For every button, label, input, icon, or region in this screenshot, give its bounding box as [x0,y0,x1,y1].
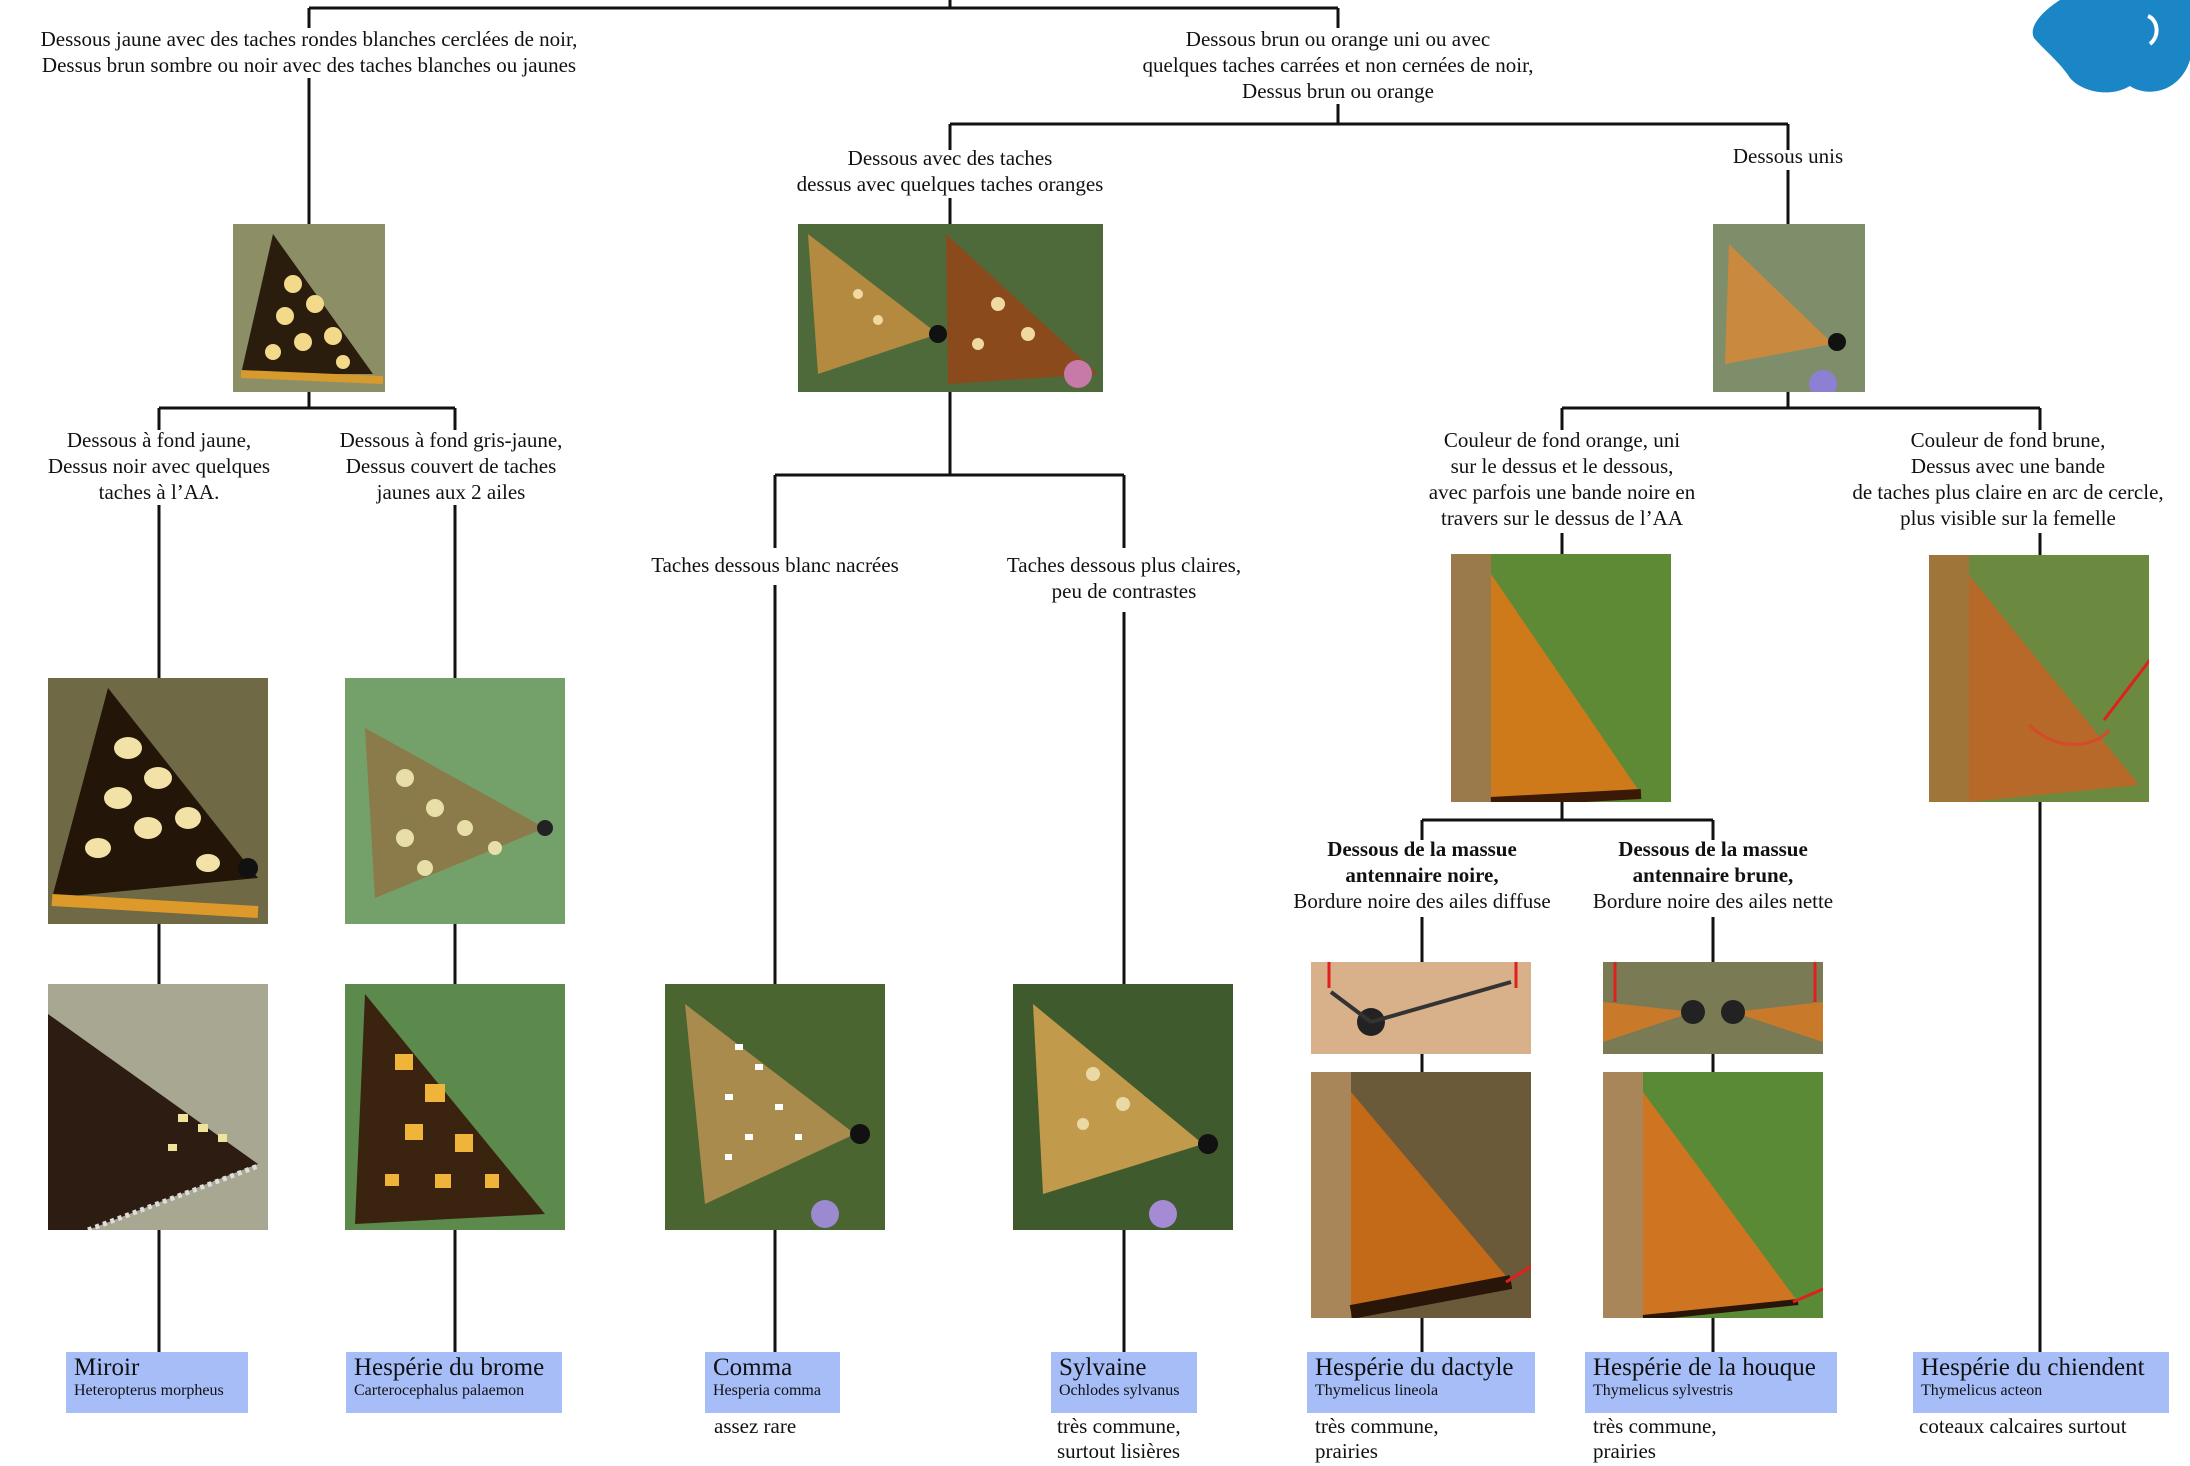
branch-orange-ground: Couleur de fond orange, uni sur le dessu… [1428,428,1696,530]
photo-spotted-pair [798,224,1103,392]
branch-lighter-spots: Taches dessous plus claires, peu de cont… [1006,553,1242,603]
species-label-hesperie-de-la-houque: Hespérie de la houque Thymelicus sylvest… [1585,1352,1837,1413]
photo-lineola-upperside [1311,1072,1531,1318]
species-note-dactyle: très commune, prairies [1315,1414,1439,1463]
photo-miroir-underside [48,678,268,924]
butterfly-logo-icon [2032,0,2190,93]
species-note-chiendent: coteaux calcaires surtout [1919,1414,2127,1438]
photo-brome-underside [345,678,565,924]
species-note-sylvaine: très commune, surtout lisières [1057,1414,1181,1463]
branch-brown-under: Dessous brun ou orange uni ou avec quelq… [1142,27,1534,103]
photo-sylvaine [1013,984,1233,1230]
photo-brown-upperside [1929,555,2149,802]
branch-brown-ground: Couleur de fond brune, Dessus avec une b… [1852,428,2164,530]
photo-orange-upperside [1451,554,1671,802]
photo-brome-upperside [345,984,565,1230]
branch-pearly-spots: Taches dessous blanc nacrées [651,553,899,577]
branch-plain: Dessous unis [1732,144,1844,168]
branch-spotted: Dessous avec des taches dessus avec quel… [796,146,1104,196]
branch-black-club: Dessous de la massue antennaire noire, B… [1293,837,1551,913]
photo-miroir-upperside [48,984,268,1230]
species-label-miroir: Miroir Heteropterus morpheus [66,1352,248,1413]
branch-yellow-ground: Dessous à fond jaune, Dessus noir avec q… [47,428,271,504]
species-label-hesperie-du-brome: Hespérie du brome Carterocephalus palaem… [346,1352,562,1413]
species-label-comma: Comma Hesperia comma [705,1352,840,1413]
species-label-hesperie-du-dactyle: Hespérie du dactyle Thymelicus lineola [1307,1352,1535,1413]
photo-sylvestris-upperside [1603,1072,1823,1318]
photo-checkered-underside [233,224,385,392]
species-label-hesperie-du-chiendent: Hespérie du chiendent Thymelicus acteon [1913,1352,2169,1413]
photo-lineola-antenna [1311,962,1531,1054]
species-label-sylvaine: Sylvaine Ochlodes sylvanus [1051,1352,1197,1413]
species-note-comma: assez rare [714,1414,797,1438]
branch-brown-club: Dessous de la massue antennaire brune, B… [1592,837,1834,913]
species-note-houque: très commune, prairies [1593,1414,1717,1463]
branch-yellow-under: Dessous jaune avec des taches rondes bla… [40,27,578,77]
photo-sylvestris-antenna [1603,962,1823,1054]
photo-comma [665,984,885,1230]
branch-grey-yellow-ground: Dessous à fond gris-jaune, Dessus couver… [339,428,563,504]
photo-plain-underside [1713,224,1865,392]
